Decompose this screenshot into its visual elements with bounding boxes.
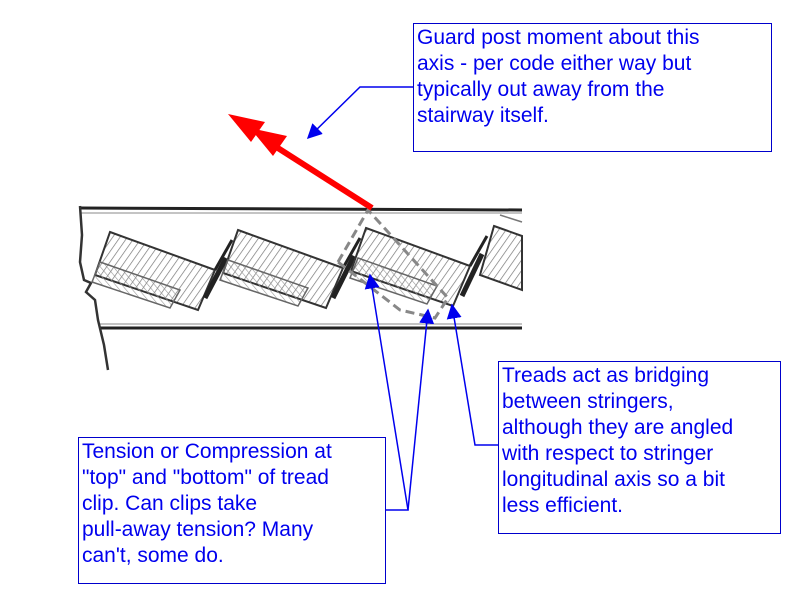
- tread-1-profile: [91, 261, 182, 309]
- callout-guard-post-moment: Guard post moment about this axis - per …: [413, 23, 772, 152]
- moment-axis-arrow: [228, 114, 374, 211]
- tread-1: [91, 230, 234, 312]
- tread-2-profile: [219, 259, 310, 307]
- treads-leader-line: [446, 303, 498, 446]
- tread-4-board: [478, 224, 523, 292]
- guard-post-dashed-outline: [336, 207, 450, 320]
- treads-leader: [446, 303, 498, 446]
- stringer-top-edge: [79, 206, 523, 212]
- tread-1-board: [93, 230, 217, 312]
- tread-3-profile: [349, 257, 439, 305]
- break-line-right: [499, 214, 523, 223]
- stringer: [78, 205, 523, 371]
- tread-3: [349, 226, 489, 308]
- callout-treads-bridging: Treads act as bridging between stringers…: [498, 361, 781, 534]
- break-line-left: [78, 205, 110, 371]
- tread-3-clip: [459, 252, 485, 298]
- tread-3-riser: [468, 235, 489, 267]
- tread-1-clip: [202, 256, 229, 300]
- tread-2-riser: [341, 237, 362, 269]
- moment-axis-head-inner: [250, 128, 287, 156]
- tension-leaders: [364, 273, 435, 511]
- tension-leader-bottom: [407, 308, 435, 511]
- guard-leader-line: [306, 86, 413, 140]
- callout-tension-compression: Tension or Compression at "top" and "bot…: [78, 437, 386, 584]
- tread-1-riser: [213, 239, 234, 271]
- moment-axis-shaft: [268, 140, 374, 211]
- guard-post-outline: [336, 207, 450, 320]
- tread-2-clip: [330, 254, 357, 300]
- tread-4-partial: [478, 224, 523, 292]
- tread-2: [219, 228, 362, 310]
- tread-2-board: [221, 228, 345, 310]
- guard-leader: [306, 86, 413, 140]
- moment-axis-head-outer: [228, 114, 265, 142]
